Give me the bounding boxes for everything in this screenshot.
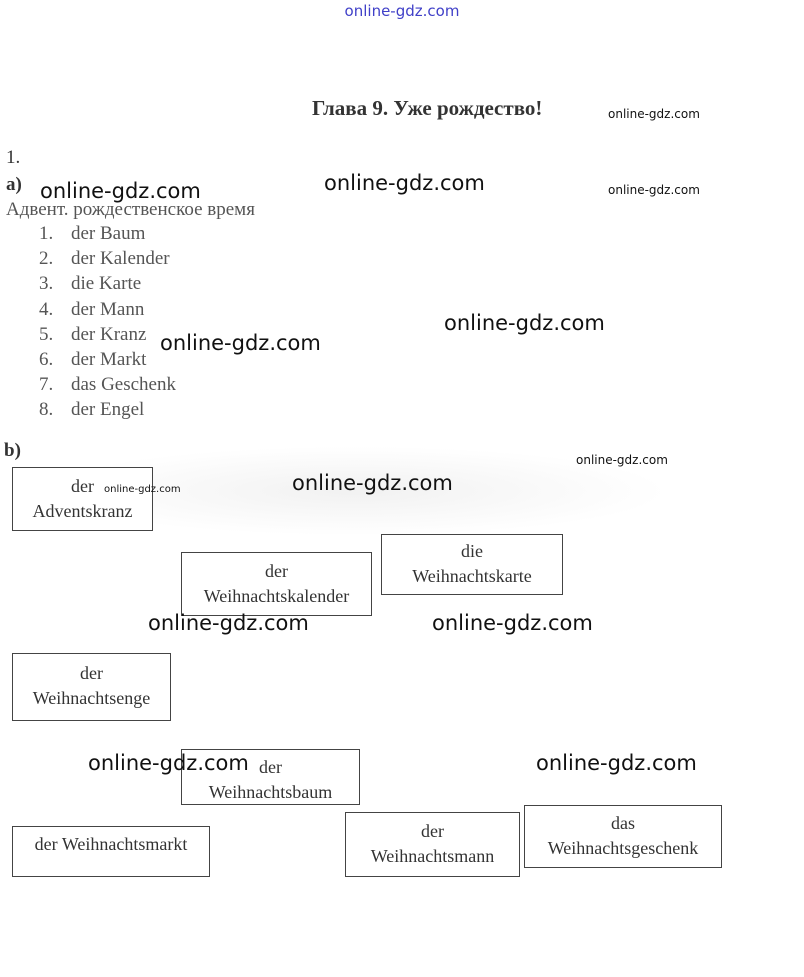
item-number: 3. [39, 273, 54, 295]
watermark: online-gdz.com [292, 471, 453, 495]
word-box-weihnachtsmann: der Weihnachtsmann [345, 812, 520, 877]
watermark: online-gdz.com [432, 611, 593, 635]
chapter-title: Глава 9. Уже рождество! [312, 96, 543, 120]
watermark: online-gdz.com [536, 751, 697, 775]
box-article: das [611, 813, 635, 833]
watermark: online-gdz.com [608, 107, 700, 121]
part-a-label: a) [6, 174, 22, 195]
item-number: 2. [39, 248, 54, 270]
word-box-weihnachtsmarkt: der Weihnachtsmarkt [12, 826, 210, 877]
box-noun: Weihnachtsmann [370, 846, 495, 866]
watermark: online-gdz.com [576, 453, 668, 467]
item-word: das Geschenk [71, 374, 176, 396]
box-article: der [259, 757, 282, 777]
box-article: der [80, 663, 103, 683]
exercise-number: 1. [6, 147, 21, 168]
box-article: der [265, 561, 288, 581]
item-word: der Markt [71, 348, 147, 370]
box-article: die [461, 541, 483, 561]
watermark: online-gdz.com [148, 611, 309, 635]
part-a-intro: Адвент. рождественское время [6, 199, 255, 220]
word-box-adventskranz: der Adventskranz [12, 467, 153, 531]
item-number: 8. [39, 399, 54, 421]
box-noun: Adventskranz [32, 501, 133, 521]
item-word: die Karte [71, 273, 142, 295]
word-box-weihnachtsbaum: der Weihnachtsbaum [181, 749, 360, 805]
item-word: der Engel [71, 399, 145, 421]
item-word: der Kalender [71, 248, 170, 270]
box-noun: Weihnachtsenge [32, 688, 151, 708]
word-box-weihnachtskalender: der Weihnachtskalender [181, 552, 372, 616]
item-number: 1. [39, 223, 54, 244]
item-number: 4. [39, 298, 54, 320]
box-noun: Weihnachtskalender [203, 586, 350, 606]
box-noun: Weihnachtskarte [412, 566, 532, 586]
watermark: online-gdz.com [324, 171, 485, 195]
watermark: online-gdz.com [88, 751, 249, 775]
word-box-weihnachtskarte: die Weihnachtskarte [381, 534, 563, 595]
box-noun: Weihnachtsgeschenk [547, 838, 699, 858]
part-b-label: b) [4, 440, 21, 461]
box-noun: Weihnachtsbaum [208, 782, 333, 802]
watermark: online-gdz.com [160, 331, 321, 355]
item-number: 5. [39, 323, 54, 345]
box-article: der [71, 476, 94, 496]
item-word: der Mann [71, 298, 145, 320]
box-article: der [421, 821, 444, 841]
word-box-weihnachtsgeschenk: das Weihnachtsgeschenk [524, 805, 722, 868]
word-box-weihnachtsengel: der Weihnachtsenge [12, 653, 171, 721]
watermark: online-gdz.com [40, 179, 201, 203]
item-word: der Kranz [71, 323, 147, 345]
watermark: online-gdz.com [608, 183, 700, 197]
item-number: 6. [39, 348, 54, 370]
item-word: der Baum [71, 223, 146, 244]
watermark-top: online-gdz.com [344, 2, 460, 20]
watermark: online-gdz.com [104, 484, 181, 495]
watermark: online-gdz.com [444, 311, 605, 335]
item-number: 7. [39, 374, 54, 396]
box-noun: der Weihnachtsmarkt [34, 834, 188, 854]
